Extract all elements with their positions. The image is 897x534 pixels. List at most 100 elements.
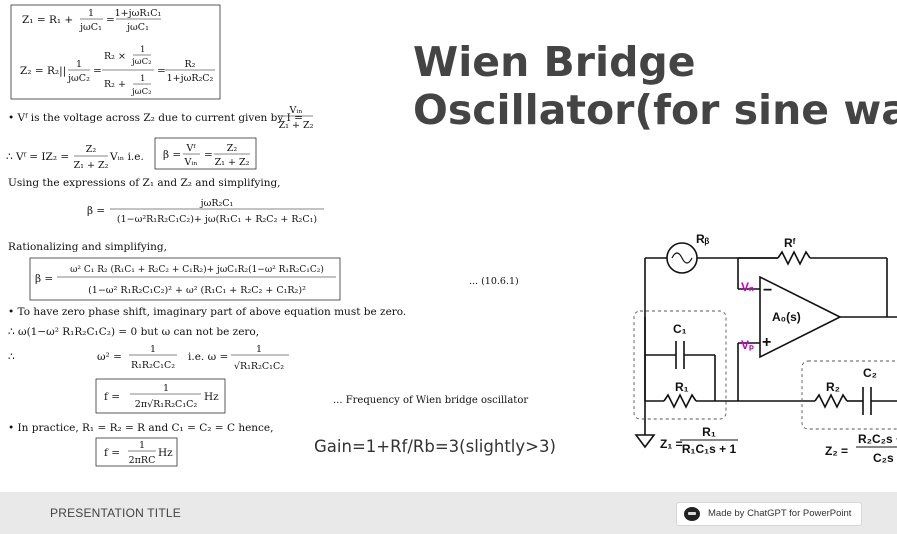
vf-text: • Vᶠ is the voltage across Z₂ due to cur… (8, 112, 303, 124)
vf-eq-den: Z₁ + Z₂ (74, 160, 109, 171)
impedance-box (10, 4, 221, 100)
svg-text:=: = (106, 14, 115, 26)
title-line-1: Wien Bridge (413, 38, 696, 86)
rational-text: Rationalizing and simplifying, (8, 241, 167, 253)
final-den: 2πRC (129, 455, 156, 466)
beta3-lhs: β = (35, 273, 53, 285)
freq-note: ... Frequency of Wien bridge oscillator (333, 395, 528, 406)
presentation-title: PRESENTATION TITLE (50, 506, 181, 520)
beta3-box (29, 257, 341, 301)
vf-frac-den: Z₁ + Z₂ (279, 120, 314, 131)
z2-rhs-num: R₂ (185, 59, 196, 70)
z2-frac-num: 1 (76, 59, 82, 70)
slide: Z₁ = R₁ + 1 jωC₁ = 1+jωR₁C₁ jωC₁ Z₂ = R₂… (6, 4, 897, 467)
z1-frac2-num: 1+jωR₁C₁ (115, 8, 162, 19)
z1-frac1-den: jωC₁ (79, 22, 102, 33)
svg-text:jωC₂: jωC₂ (131, 87, 151, 97)
z2-formula-den: C₂s (873, 451, 894, 465)
z2-rhs-den: 1+jωR₂C₂ (167, 73, 214, 84)
svg-text:=: = (204, 149, 213, 161)
z2-mid-den: R₂ + (104, 79, 126, 90)
vf-eq-num: Z₂ (86, 144, 97, 155)
r2-resistor (814, 393, 848, 409)
slide-title: Wien Bridge Oscillator(for sine wav (413, 38, 897, 134)
z1-group (633, 310, 727, 420)
ie-omega: i.e. ω = (188, 351, 228, 363)
zero-phase-text: • To have zero phase shift, imaginary pa… (8, 306, 406, 318)
z2-mid-num: R₂ × (104, 51, 126, 62)
chatgpt-logo-icon (684, 507, 700, 521)
z1-frac1-num: 1 (88, 8, 94, 19)
derivation-panel: Z₁ = R₁ + 1 jωC₁ = 1+jωR₁C₁ jωC₁ Z₂ = R₂… (6, 4, 528, 467)
r2-label: R₂ (826, 380, 840, 394)
beta-box-lhs: β = (163, 149, 181, 161)
practice-text: • In practice, R₁ = R₂ = R and C₁ = C₂ =… (8, 422, 273, 434)
chatgpt-badge[interactable]: Made by ChatGPT for PowerPoint (676, 502, 862, 526)
freq-lhs: f = (104, 391, 120, 403)
omega-num: 1 (256, 344, 262, 355)
beta2-den: (1−ω²R₁R₂C₁C₂)+ jω(R₁C₁ + R₂C₂ + R₂C₁) (117, 214, 317, 225)
rf-label: Rᶠ (784, 236, 796, 250)
svg-text:=: = (93, 65, 102, 77)
c2-label: C₂ (863, 366, 877, 380)
ground-symbol (634, 434, 656, 449)
omega-sq-den: R₁R₂C₁C₂ (131, 360, 175, 371)
z2-frac-den: jωC₂ (67, 73, 90, 84)
final-lhs: f = (104, 447, 120, 459)
svg-text:=: = (157, 65, 166, 77)
z2-lhs: Z₂ = R₂|| (20, 65, 66, 78)
beta-box (154, 137, 257, 170)
svg-text:jωC₂: jωC₂ (131, 57, 151, 67)
z1-formula-den: R₁C₁s + 1 (682, 442, 737, 456)
vp-label: Vₚ (741, 338, 754, 352)
z1-frac2-den: jωC₁ (126, 22, 149, 33)
z2-formula-num: R₂C₂s + (858, 432, 897, 446)
minus-sign: − (763, 282, 772, 299)
z2-formula-lhs: Z₂ = (825, 444, 848, 458)
r1-resistor (663, 393, 697, 409)
plus-sign: + (762, 334, 771, 351)
vn-label: Vₙ (741, 280, 754, 294)
title-line-2: Oscillator(for sine wav (413, 86, 897, 134)
using-text: Using the expressions of Z₁ and Z₂ and s… (8, 177, 281, 189)
beta2-num: jωR₂C₁ (200, 198, 234, 209)
gain-note: Gain=1+Rf/Rb=3(slightly>3) (314, 437, 556, 456)
c1-label: C₁ (673, 322, 687, 336)
beta-box-den2: Z₁ + Z₂ (215, 157, 250, 168)
z1-formula-num: R₁ (702, 425, 716, 439)
beta2-lhs: β = (87, 205, 105, 217)
beta3-num: ω² C₁ R₂ (R₁C₁ + R₂C₂ + C₁R₂)+ jωC₁R₂(1−… (70, 264, 324, 275)
rb-label: Rᵦ (696, 232, 710, 246)
eq-number: ... (10.6.1) (469, 276, 519, 287)
omega-text: ∴ ω(1−ω² R₁R₂C₁C₂) = 0 but ω can not be … (8, 326, 259, 338)
r1-label: R₁ (675, 380, 689, 394)
omega-den: √R₁R₂C₁C₂ (234, 361, 284, 372)
amp-label: A₀(s) (772, 310, 801, 324)
badge-text: Made by ChatGPT for PowerPoint (708, 508, 852, 519)
vf-frac-num: Vᵢₙ (289, 105, 303, 116)
freq-box (95, 378, 226, 414)
therefore-symbol: ∴ (8, 351, 15, 363)
beta-box-num2: Z₂ (227, 143, 238, 154)
freq-unit: Hz (204, 391, 219, 403)
beta3-den: (1−ω² R₁R₂C₁C₂)² + ω² (R₁C₁ + R₂C₂ + C₁R… (88, 285, 306, 296)
wien-bridge-circuit: Rᵦ Rᶠ Vₙ Vₚ − + A₀(s) C₁ R₁ C₂ R₂ Z₁ = R… (633, 232, 897, 465)
freq-den: 2π√R₁R₂C₁C₂ (135, 399, 198, 410)
vf-eq-tail: Vᵢₙ i.e. (109, 151, 144, 163)
z1-formula-lhs: Z₁ = (660, 437, 683, 451)
rf-resistor (777, 250, 811, 266)
svg-text:1: 1 (140, 74, 145, 84)
z1-lhs: Z₁ = R₁ + (22, 14, 73, 26)
freq-num: 1 (163, 383, 169, 394)
footer-bar: PRESENTATION TITLE Made by ChatGPT for P… (0, 492, 897, 534)
omega-sq-lhs: ω² = (97, 351, 122, 363)
final-box (95, 437, 178, 467)
svg-text:1: 1 (140, 45, 145, 55)
op-amp (759, 275, 842, 359)
final-num: 1 (139, 440, 145, 451)
beta-box-den1: Vᵢₙ (184, 157, 198, 168)
z2-group (801, 360, 897, 430)
final-unit: Hz (158, 447, 173, 459)
vf-eq-lhs: ∴ Vᶠ = IZ₂ = (6, 151, 69, 163)
beta-box-num1: Vᶠ (186, 143, 197, 154)
